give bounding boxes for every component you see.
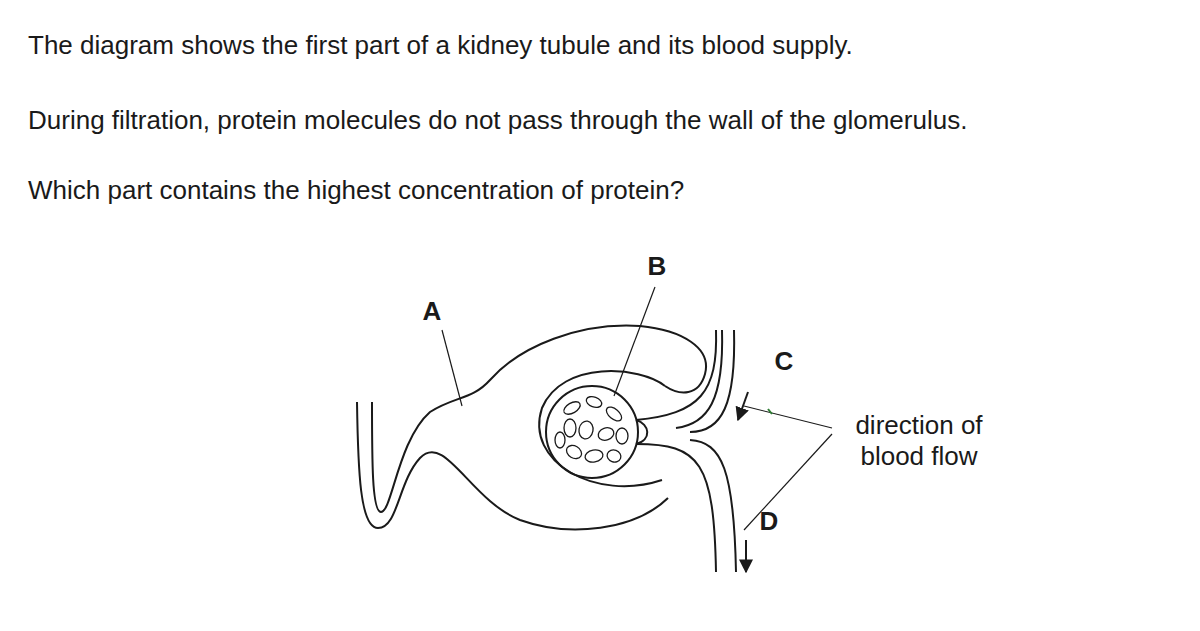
capillary — [564, 419, 576, 437]
glomerulus — [546, 386, 638, 478]
part-label: B — [648, 251, 667, 282]
part-label: D — [760, 506, 779, 537]
capsule-inner-wall — [539, 371, 665, 486]
capillary — [616, 428, 628, 444]
leader-line — [744, 406, 832, 428]
afferent-vessel — [676, 330, 722, 428]
afferent-vessel — [690, 330, 734, 432]
capillary — [605, 448, 622, 464]
tubule-inner-wall — [372, 326, 706, 512]
green-mark — [768, 409, 772, 414]
question-text: Which part contains the highest concentr… — [28, 175, 684, 206]
leader-line — [442, 330, 462, 406]
part-label: A — [423, 296, 442, 327]
afferent-vessel — [636, 330, 716, 420]
capillary — [604, 404, 624, 423]
leader-line — [614, 287, 655, 396]
capillary — [584, 449, 604, 464]
tubule-outer-wall — [357, 402, 668, 529]
question-text: During filtration, protein molecules do … — [28, 105, 967, 136]
flow-label: direction of blood flow — [834, 410, 1004, 472]
blood-flow-arrow — [738, 392, 748, 420]
capillary — [578, 420, 595, 440]
capillary-loop — [636, 420, 647, 444]
efferent-vessel — [636, 444, 716, 572]
leader-line — [744, 434, 832, 530]
part-label: C — [775, 346, 794, 377]
capillary — [585, 395, 603, 410]
blood-flow-arrow — [745, 540, 747, 572]
efferent-vessel — [690, 440, 736, 572]
capillary — [555, 432, 565, 448]
capillary — [562, 399, 583, 417]
question-text: The diagram shows the first part of a ki… — [28, 30, 853, 61]
capillary — [596, 426, 615, 443]
capillary — [564, 443, 584, 461]
